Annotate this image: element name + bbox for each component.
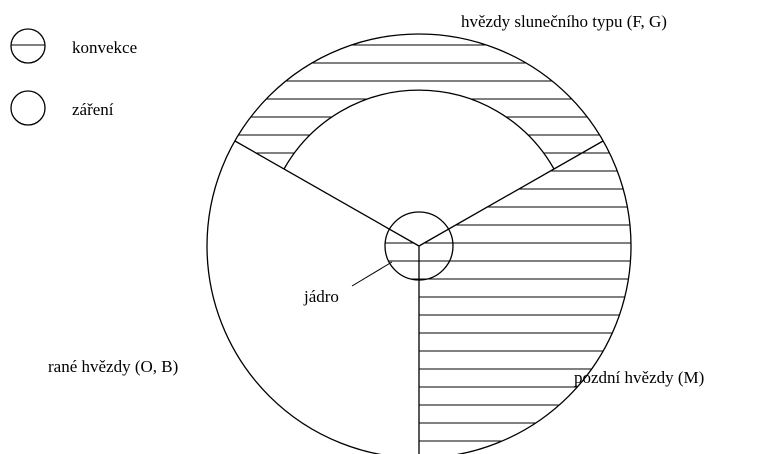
- sector-label-late-stars: pozdní hvězdy (M): [574, 368, 704, 387]
- convective-envelope-top: [235, 34, 603, 246]
- sector-divider-right: [418, 140, 604, 247]
- star-outline: [206, 33, 632, 454]
- convective-sector-right: [419, 141, 631, 454]
- legend-convection-label: konvekce: [72, 38, 137, 57]
- legend-radiation-label: záření: [72, 100, 114, 119]
- core-label-pointer: [351, 261, 393, 287]
- core-label: jádro: [303, 287, 339, 306]
- star-cross-section: [235, 34, 631, 454]
- sector-divider-left: [234, 140, 420, 247]
- legend-radiation-icon: [10, 90, 46, 126]
- radiative-zone-boundary: [283, 89, 555, 170]
- sector-label-solar-type: hvězdy slunečního typu (F, G): [461, 12, 667, 31]
- sector-label-early-stars: rané hvězdy (O, B): [48, 357, 178, 376]
- legend: konvekce záření: [10, 28, 137, 126]
- legend-convection-icon: [10, 28, 46, 64]
